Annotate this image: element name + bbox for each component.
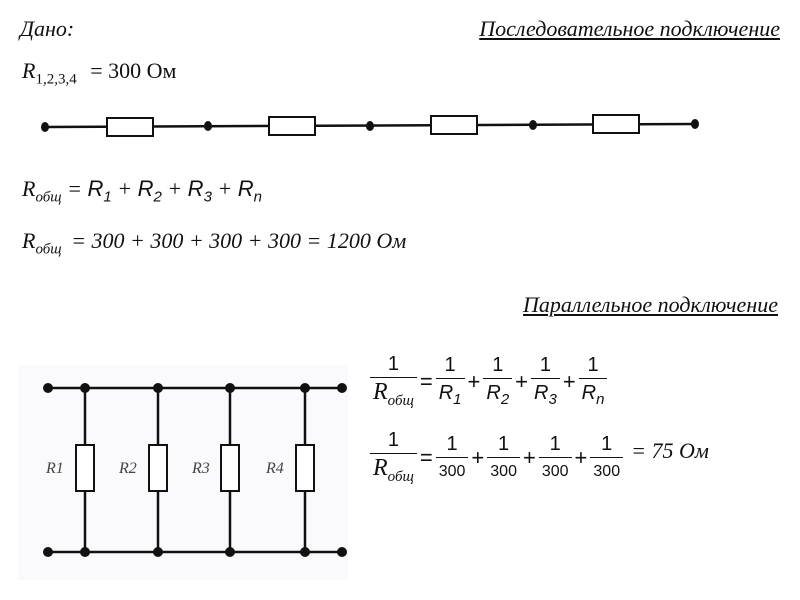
parallel-title: Параллельное подключение bbox=[523, 292, 778, 317]
parallel-circuit-diagram: R1 R2 R3 R4 bbox=[18, 365, 348, 580]
node bbox=[366, 121, 374, 131]
node bbox=[204, 121, 212, 131]
resistor-1 bbox=[106, 117, 154, 137]
label-r4: R4 bbox=[265, 460, 284, 477]
node bbox=[41, 122, 49, 132]
node bbox=[529, 120, 537, 130]
label-r1: R1 bbox=[45, 460, 64, 477]
series-calculation: Rобщ = 300 + 300 + 300 + 300 = 1200 Ом bbox=[22, 228, 407, 258]
series-formula: Rобщ = R1 + R2 + R3 + Rn bbox=[22, 176, 262, 206]
label-r3: R3 bbox=[191, 460, 210, 477]
parallel-result: = 75 Ом bbox=[631, 438, 709, 464]
series-title: Последовательное подключение bbox=[479, 16, 780, 41]
resistor-2 bbox=[268, 116, 316, 136]
term: R1 bbox=[87, 176, 112, 206]
label-r2: R2 bbox=[118, 460, 137, 477]
resistor-3 bbox=[430, 115, 478, 135]
given-subscript: 1,2,3,4 bbox=[35, 71, 77, 88]
term: R2 bbox=[137, 176, 162, 206]
resistor-4 bbox=[592, 114, 640, 134]
given-label: Дано: bbox=[20, 16, 75, 41]
given-resistance: = 300 Ом bbox=[90, 58, 177, 83]
series-circuit-diagram bbox=[41, 114, 699, 137]
given-value: R1,2,3,4 = 300 Ом bbox=[22, 58, 176, 88]
term: Rn bbox=[237, 176, 262, 206]
node bbox=[691, 119, 699, 129]
term: R3 bbox=[187, 176, 212, 206]
given-symbol: R bbox=[22, 58, 36, 83]
